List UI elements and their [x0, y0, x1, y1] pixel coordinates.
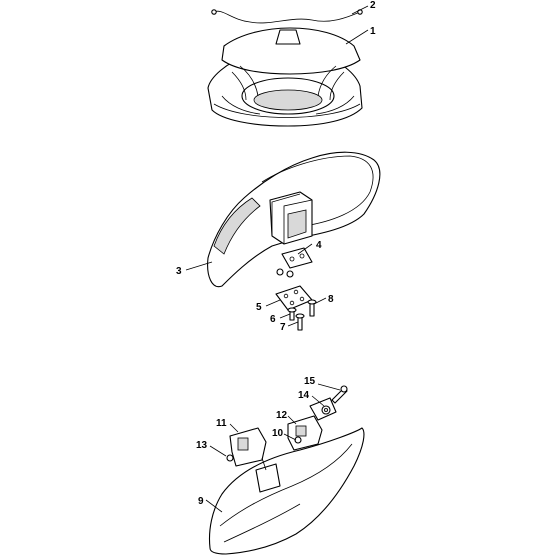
callout-9: 9: [198, 496, 204, 507]
callout-8: 8: [328, 294, 334, 305]
callout-12: 12: [276, 410, 288, 421]
clamp-plate-upper: [276, 247, 313, 278]
callout-15: 15: [304, 376, 316, 387]
callout-5: 5: [256, 302, 262, 313]
callout-4: 4: [316, 240, 322, 251]
leader-lines: [185, 5, 369, 513]
callout-10: 10: [272, 428, 284, 439]
callout-7: 7: [280, 322, 286, 333]
callout-1: 1: [370, 26, 376, 37]
callout-2: 2: [370, 0, 376, 11]
clamp-plate-lower: [275, 285, 313, 311]
callout-11: 11: [216, 418, 227, 429]
callout-13: 13: [196, 440, 208, 451]
callouts: 2 1 3 4 5 6 7 8 9 10 11 12 13 14 15: [176, 0, 376, 507]
deflector-housing: [207, 9, 363, 127]
bracket-left: [229, 427, 281, 493]
lower-guard: [208, 427, 365, 555]
callout-14: 14: [298, 390, 310, 401]
small-hardware: [226, 385, 348, 462]
callout-6: 6: [270, 314, 276, 325]
callout-3: 3: [176, 266, 182, 277]
guard-shell: [207, 151, 381, 288]
screws: [287, 299, 317, 331]
